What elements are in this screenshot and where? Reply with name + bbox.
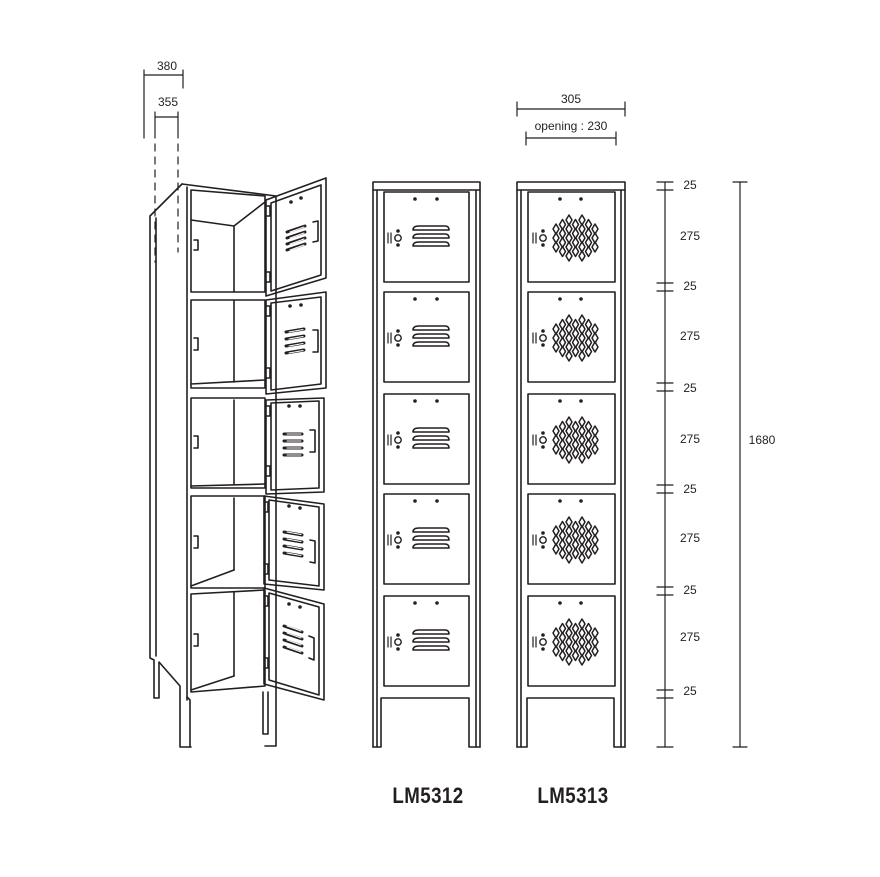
dimension-opening-width [525,131,617,146]
door-lm5313-5 [527,595,616,687]
locker-front-edge [181,183,277,747]
height-segment-label: 275 [680,531,700,545]
right-leg [262,691,269,735]
dimension-outer-width [143,69,184,139]
compartment-4 [190,495,266,589]
door-lm5312-2 [383,291,470,383]
dim-label-total-height: 1680 [749,433,776,447]
door-lm5313-1 [527,191,616,283]
compartment-5 [190,589,266,693]
height-segment-label: 25 [683,482,697,496]
height-segment-label: 25 [683,583,697,597]
dim-label-opening-230: opening : 230 [535,119,608,133]
dimension-overall-width [516,101,626,117]
door-lm5312-4 [383,493,470,585]
compartment-2 [190,299,266,389]
front-view-lm5312 [372,181,481,748]
front-view-lm5313: 305 opening : 230 [516,92,626,748]
model-label-lm5312: LM5312 [392,783,464,808]
height-segment-label: 275 [680,329,700,343]
compartment-1 [190,189,266,293]
front-leg [186,696,191,748]
perspective-locker-view: 380 355 [143,59,327,748]
open-door-4 [263,495,325,591]
open-door-5 [263,587,325,701]
height-segment-label: 25 [683,684,697,698]
dim-label-305: 305 [561,92,581,106]
compartment-3 [190,397,266,489]
height-segment-label: 275 [680,630,700,644]
height-segment-label: 275 [680,229,700,243]
dim-label-355: 355 [158,95,178,109]
door-lm5312-1 [383,191,470,283]
dim-label-380: 380 [157,59,177,73]
door-lm5313-3 [527,393,616,485]
height-segment-label: 25 [683,178,697,192]
height-dimension-chain [656,181,748,748]
door-lm5312-5 [383,595,470,687]
door-lm5313-4 [527,493,616,585]
top-cap [516,181,626,191]
door-lm5313-2 [527,291,616,383]
locker-side-panel [149,183,192,748]
open-door-1 [265,177,327,297]
height-segment-label: 25 [683,381,697,395]
open-door-2 [265,291,327,395]
height-segment-label: 25 [683,279,697,293]
model-label-lm5313: LM5313 [537,783,609,808]
dimension-inner-width [154,111,179,263]
door-lm5312-3 [383,393,470,485]
top-cap [372,181,481,191]
height-segment-label: 275 [680,432,700,446]
open-door-3 [265,397,325,495]
